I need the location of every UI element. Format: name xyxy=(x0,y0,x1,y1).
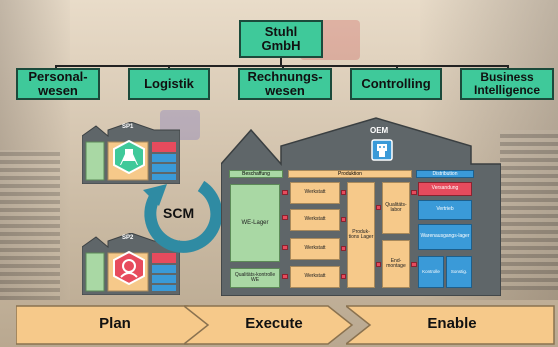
section-header-beschaffung: Beschaffung xyxy=(229,170,283,178)
cell-versandung: Versandung xyxy=(418,182,472,196)
org-box-label: Personal-wesen xyxy=(28,69,88,98)
section-header-produktion: Produktion xyxy=(288,170,412,178)
phase-arrow-execute xyxy=(184,305,354,345)
connector xyxy=(282,190,288,195)
connector xyxy=(282,215,288,220)
scm-label: SCM xyxy=(163,205,195,221)
connector xyxy=(411,190,417,195)
cell-warenausgangslager: Warenausgangs-lager xyxy=(418,224,472,250)
connector xyxy=(341,217,346,222)
sp2-factory: SP2 xyxy=(82,233,180,295)
org-box-business-intelligence: Business Intelligence xyxy=(460,68,554,100)
cell-qualitaetskontrolle-we: Qualitäts-kontrolle WE xyxy=(230,268,280,288)
org-connector-horizontal xyxy=(55,65,508,67)
org-connector-drop-1 xyxy=(55,65,57,69)
org-connector-drop-4 xyxy=(396,65,398,69)
connector xyxy=(282,245,288,250)
org-box-personalwesen: Personal-wesen xyxy=(16,68,100,100)
sp1-label: SP1 xyxy=(122,124,134,130)
org-box-logistik: Logistik xyxy=(128,68,210,100)
org-connector-drop-2 xyxy=(168,65,170,69)
section-header-distribution: Distribution xyxy=(416,170,474,178)
cell-vertrieb: Vertrieb xyxy=(418,200,472,220)
sp2-label: SP2 xyxy=(122,235,134,241)
cell-sonstiges: Sonstig. xyxy=(446,256,472,288)
org-root-label: Stuhl GmbH xyxy=(261,24,301,53)
cell-produktionslager: Produk-tions Lager xyxy=(347,182,375,288)
worker-icon xyxy=(113,251,145,285)
sp1-factory: SP1 xyxy=(82,122,180,184)
org-box-label: Logistik xyxy=(144,76,194,92)
phase-label-enable: Enable xyxy=(427,315,477,332)
org-box-label: Rechnungs-wesen xyxy=(247,69,323,98)
connector xyxy=(376,205,381,210)
connector xyxy=(341,246,346,251)
connector xyxy=(341,274,346,279)
cell-we-lager: WE-Lager xyxy=(230,184,280,262)
cell-kontrolle: Kontrolle xyxy=(418,256,444,288)
robot-icon xyxy=(371,139,393,161)
org-connector-drop-5 xyxy=(507,65,509,69)
connector xyxy=(376,262,381,267)
org-connector-drop-3 xyxy=(282,65,284,69)
org-box-label: Business Intelligence xyxy=(473,70,541,97)
org-connector-vertical xyxy=(280,58,282,66)
flask-icon xyxy=(113,140,145,174)
phase-label-plan: Plan xyxy=(99,315,131,332)
connector xyxy=(341,190,346,195)
cell-werkstatt-1: Werkstatt xyxy=(290,182,340,204)
cell-werkstatt-3: Werkstatt xyxy=(290,238,340,260)
org-box-label: Controlling xyxy=(361,76,431,92)
phase-arrow-enable xyxy=(346,305,555,345)
oem-label: OEM xyxy=(370,126,389,135)
cell-werkstatt-4: Werkstatt xyxy=(290,266,340,288)
org-root-box: Stuhl GmbH xyxy=(239,20,323,58)
connector xyxy=(282,274,288,279)
cell-werkstatt-2: Werkstatt xyxy=(290,209,340,231)
connector xyxy=(411,262,417,267)
phase-label-execute: Execute xyxy=(245,315,303,332)
cell-qualitaetslabor: Qualitäts-labor xyxy=(382,182,410,234)
org-box-rechnungswesen: Rechnungs-wesen xyxy=(238,68,332,100)
cell-endmontage: End-montage xyxy=(382,240,410,288)
org-box-controlling: Controlling xyxy=(350,68,442,100)
scm-cycle-arrow xyxy=(143,180,223,253)
